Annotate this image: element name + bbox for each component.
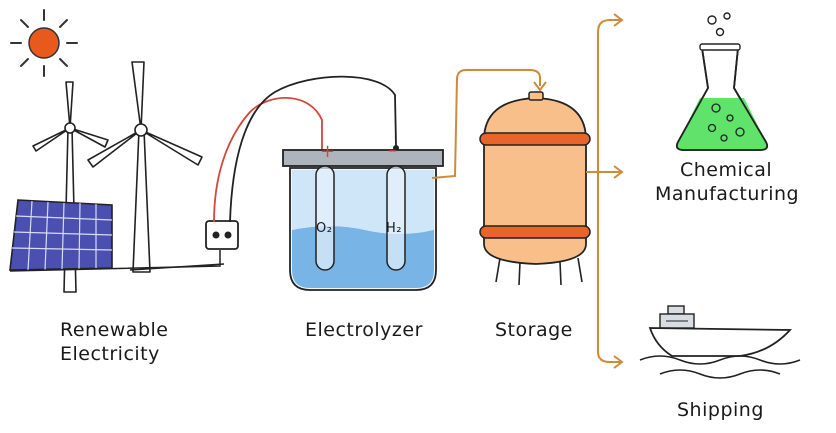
renewable-label-line1: Renewable [60,319,169,341]
ship-icon [639,305,801,379]
flask-icon [675,12,769,151]
cathode-sign: – [388,140,398,161]
sun-icon [10,9,78,77]
electrolyzer-label: Electrolyzer [305,319,423,341]
hydrogen-pipe [431,69,547,179]
power-outlet-icon [205,220,239,250]
positive-wire [213,97,323,223]
anode-gas-label: O₂ [316,221,333,236]
chemical-label-line1: Chemical [680,159,773,181]
wind-turbine-icon [87,61,203,273]
distribution-pipe [586,13,624,369]
power-cable [9,250,225,272]
cathode-gas-label: H₂ [386,221,402,236]
renewable-label-line2: Electricity [60,343,160,365]
storage-tank-icon [479,91,591,286]
storage-label: Storage [495,319,573,341]
anode-sign: + [320,141,336,162]
shipping-label: Shipping [677,399,764,421]
negative-wire [229,75,397,223]
electrolyzer-tank-icon [282,149,444,291]
solar-panel-icon [9,199,113,271]
chemical-label-line2: Manufacturing [655,183,800,205]
